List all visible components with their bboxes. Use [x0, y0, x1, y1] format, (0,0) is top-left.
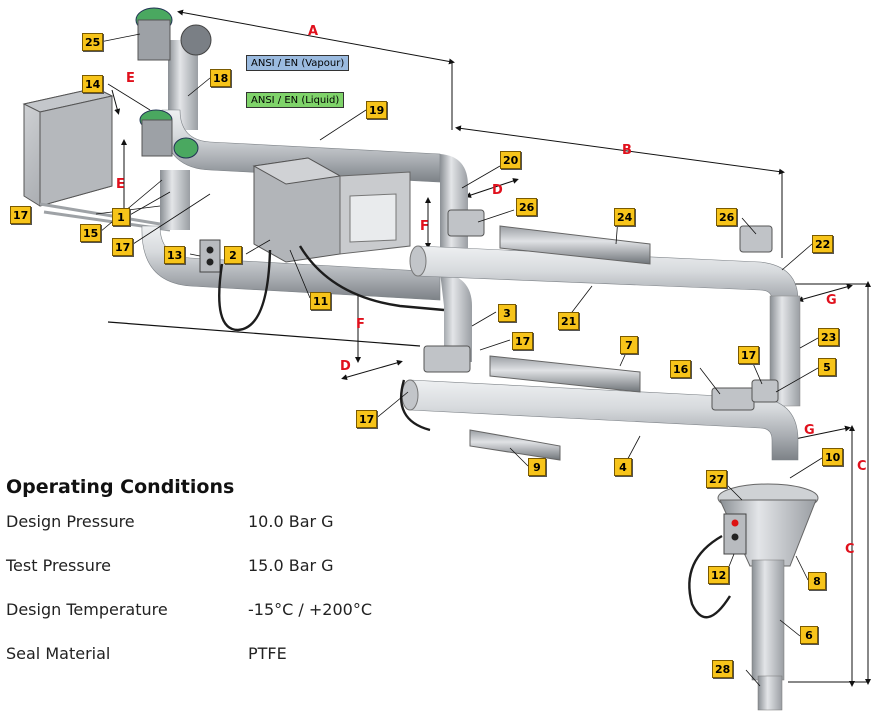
callout-11: 11: [310, 292, 332, 310]
callout-25: 25: [82, 33, 104, 51]
callout-6: 6: [800, 626, 818, 644]
dimension-label-g-lower: G: [804, 423, 815, 438]
condition-row: Seal Material PTFE: [6, 644, 426, 688]
junction-box: [22, 87, 114, 207]
dimension-label-e-lower: E: [116, 177, 125, 192]
cylinder-upper: [499, 225, 651, 265]
callout-17-box: 17: [10, 206, 32, 224]
swivel-motors: [135, 7, 212, 159]
condition-label: Design Pressure: [6, 512, 135, 531]
callout-17-center: 17: [512, 332, 534, 350]
dimension-label-c-inner: C: [845, 542, 855, 557]
callout-19: 19: [366, 101, 388, 119]
condition-row: Test Pressure 15.0 Bar G: [6, 556, 426, 600]
callout-28: 28: [712, 660, 734, 678]
callout-16: 16: [670, 360, 692, 378]
condition-label: Test Pressure: [6, 556, 111, 575]
callout-17-right: 17: [738, 346, 760, 364]
operating-conditions-title: Operating Conditions: [6, 476, 235, 498]
dimension-label-a: A: [308, 24, 319, 39]
callout-1: 1: [112, 208, 130, 226]
callout-18: 18: [210, 69, 232, 87]
liquid-flange-tag: ANSI / EN (Liquid): [246, 92, 345, 108]
callout-15: 15: [80, 224, 102, 242]
callout-10: 10: [822, 448, 844, 466]
hydraulic-hoses: [218, 245, 732, 619]
callout-13: 13: [164, 246, 186, 264]
callout-22: 22: [812, 235, 834, 253]
condition-row: Design Temperature -15°C / +200°C: [6, 600, 426, 644]
callout-23: 23: [818, 328, 840, 346]
callout-24: 24: [614, 208, 636, 226]
liquid-pipe: [141, 170, 472, 362]
callout-2: 2: [224, 246, 242, 264]
condition-value: 15.0 Bar G: [248, 556, 334, 575]
dimension-label-f-upper: F: [420, 219, 429, 234]
condition-value: 10.0 Bar G: [248, 512, 334, 531]
dimension-label-d-lower: D: [340, 359, 351, 374]
dimension-label-b: B: [622, 143, 632, 158]
callout-8: 8: [808, 572, 826, 590]
condition-label: Design Temperature: [6, 600, 168, 619]
cylinders-lower: [469, 355, 641, 461]
callout-5: 5: [818, 358, 836, 376]
callout-20: 20: [500, 151, 522, 169]
drop-coupler: [717, 483, 819, 711]
lower-outer-arm: [401, 379, 799, 461]
control-cabinet: [252, 157, 411, 263]
callout-7: 7: [620, 336, 638, 354]
callout-26-left: 26: [516, 198, 538, 216]
condition-row: Design Pressure 10.0 Bar G: [6, 512, 426, 556]
callout-17-left: 17: [112, 238, 134, 256]
vapour-flange-tag: ANSI / EN (Vapour): [246, 55, 350, 71]
callout-27: 27: [706, 470, 728, 488]
dimension-label-f-lower: F: [356, 317, 365, 332]
callout-3: 3: [498, 304, 516, 322]
dimension-label-c-outer: C: [857, 459, 867, 474]
dimension-label-e-upper: E: [126, 71, 135, 86]
push-button-box: [199, 239, 221, 273]
callout-26-right: 26: [716, 208, 738, 226]
callout-4: 4: [614, 458, 632, 476]
callout-17-lower: 17: [356, 410, 378, 428]
dimension-label-d-upper: D: [492, 183, 503, 198]
dimension-label-g-upper: G: [826, 293, 837, 308]
condition-value: -15°C / +200°C: [248, 600, 372, 619]
callout-12: 12: [708, 566, 730, 584]
condition-label: Seal Material: [6, 644, 111, 663]
callout-21: 21: [558, 312, 580, 330]
callout-14: 14: [82, 75, 104, 93]
operating-conditions: Operating Conditions Design Pressure 10.…: [6, 476, 426, 688]
condition-value: PTFE: [248, 644, 287, 663]
callout-9: 9: [528, 458, 546, 476]
dimension-lines: [107, 9, 871, 687]
